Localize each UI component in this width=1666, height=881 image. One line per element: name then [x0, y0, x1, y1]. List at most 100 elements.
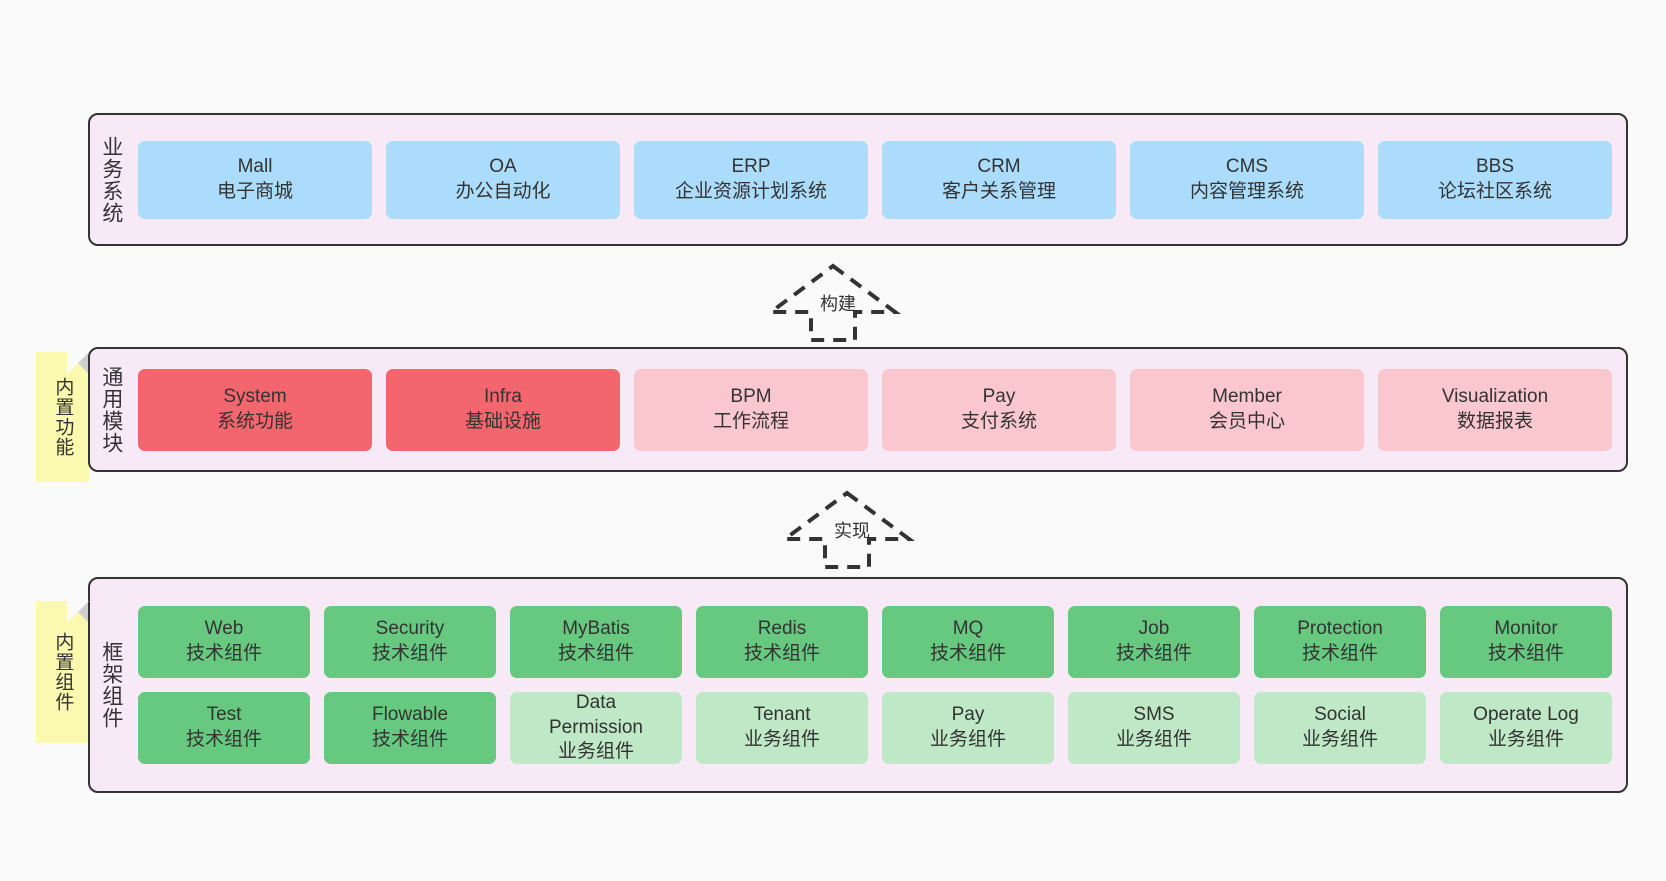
component-box-sms[interactable]: SMS 业务组件: [1068, 692, 1240, 764]
module-box-cms[interactable]: CMS 内容管理系统: [1130, 140, 1364, 219]
module-title: Infra: [483, 385, 523, 407]
component-title: Pay: [951, 704, 985, 726]
component-box-data-permission[interactable]: Data Permission 业务组件: [510, 692, 682, 764]
component-subtitle: 业务组件: [743, 729, 820, 750]
component-box-pay[interactable]: Pay 业务组件: [882, 692, 1054, 764]
component-subtitle: 技术组件: [743, 643, 820, 664]
component-title: Job: [1138, 618, 1170, 640]
module-title: Member: [1212, 385, 1282, 407]
module-subtitle: 电子商城: [216, 180, 293, 202]
component-title-cont: Permission: [549, 716, 643, 738]
component-box-operate-log[interactable]: Operate Log 业务组件: [1440, 692, 1612, 764]
module-subtitle: 内容管理系统: [1189, 180, 1304, 202]
component-box-job[interactable]: Job 技术组件: [1068, 606, 1240, 678]
component-title: Monitor: [1494, 618, 1558, 640]
business-system-layer: 业务系统 Mall 电子商城 OA 办公自动化 ERP 企业资源计划系统 CRM…: [88, 113, 1628, 246]
component-subtitle: 业务组件: [1115, 729, 1192, 750]
module-subtitle: 数据报表: [1456, 410, 1533, 432]
module-box-erp[interactable]: ERP 企业资源计划系统: [634, 140, 868, 219]
module-box-oa[interactable]: OA 办公自动化: [386, 140, 620, 219]
builtin-component-note-text: 内置组件: [52, 632, 74, 712]
module-box-infra[interactable]: Infra 基础设施: [386, 368, 620, 451]
module-box-member[interactable]: Member 会员中心: [1130, 368, 1364, 451]
component-subtitle: 技术组件: [1487, 643, 1564, 664]
framework-business-row: Test 技术组件 Flowable 技术组件 Data Permission …: [138, 692, 1612, 764]
common-module-layer: 通用模块 System 系统功能 Infra 基础设施 BPM 工作流程 Pay…: [88, 347, 1628, 472]
module-subtitle: 办公自动化: [455, 180, 551, 202]
module-title: BBS: [1475, 155, 1515, 177]
build-arrow: 构建: [758, 262, 908, 344]
framework-component-layer-body: Web 技术组件 Security 技术组件 MyBatis 技术组件 Redi…: [132, 579, 1626, 791]
component-box-monitor[interactable]: Monitor 技术组件: [1440, 606, 1612, 678]
implement-arrow: 实现: [772, 489, 922, 571]
component-title: Security: [375, 618, 445, 640]
component-box-mybatis[interactable]: MyBatis 技术组件: [510, 606, 682, 678]
component-subtitle: 技术组件: [371, 729, 448, 750]
common-module-row: System 系统功能 Infra 基础设施 BPM 工作流程 Pay 支付系统…: [138, 368, 1612, 451]
module-subtitle: 基础设施: [464, 410, 541, 432]
common-module-layer-label: 通用模块: [99, 365, 123, 454]
module-subtitle: 支付系统: [960, 410, 1037, 432]
component-subtitle: 技术组件: [1301, 643, 1378, 664]
module-box-pay[interactable]: Pay 支付系统: [882, 368, 1116, 451]
module-box-crm[interactable]: CRM 客户关系管理: [882, 140, 1116, 219]
component-title: Flowable: [371, 704, 449, 726]
component-box-tenant[interactable]: Tenant 业务组件: [696, 692, 868, 764]
component-subtitle: 技术组件: [929, 643, 1006, 664]
component-subtitle: 技术组件: [185, 643, 262, 664]
component-subtitle: 业务组件: [929, 729, 1006, 750]
module-title: CMS: [1225, 155, 1269, 177]
component-box-web[interactable]: Web 技术组件: [138, 606, 310, 678]
component-box-security[interactable]: Security 技术组件: [324, 606, 496, 678]
module-title: ERP: [731, 155, 771, 177]
implement-arrow-label: 实现: [834, 521, 870, 541]
component-title: Redis: [757, 618, 807, 640]
module-title: Visualization: [1441, 385, 1549, 407]
module-title: OA: [489, 155, 517, 177]
component-box-social[interactable]: Social 业务组件: [1254, 692, 1426, 764]
module-box-bpm[interactable]: BPM 工作流程: [634, 368, 868, 451]
business-system-row: Mall 电子商城 OA 办公自动化 ERP 企业资源计划系统 CRM 客户关系…: [138, 140, 1612, 219]
module-subtitle: 企业资源计划系统: [674, 180, 827, 202]
component-box-redis[interactable]: Redis 技术组件: [696, 606, 868, 678]
business-system-layer-label: 业务系统: [99, 135, 123, 224]
component-title: MyBatis: [562, 618, 630, 640]
component-subtitle: 技术组件: [557, 643, 634, 664]
module-box-mall[interactable]: Mall 电子商城: [138, 140, 372, 219]
framework-component-layer-label: 框架组件: [99, 641, 123, 729]
component-subtitle: 业务组件: [1301, 729, 1378, 750]
component-subtitle: 业务组件: [557, 741, 634, 763]
module-box-bbs[interactable]: BBS 论坛社区系统: [1378, 140, 1612, 219]
module-title: Mall: [237, 155, 273, 177]
component-subtitle: 技术组件: [371, 643, 448, 664]
builtin-component-note: 内置组件: [36, 601, 89, 743]
module-subtitle: 客户关系管理: [941, 180, 1056, 202]
module-subtitle: 论坛社区系统: [1437, 180, 1552, 202]
module-subtitle: 系统功能: [216, 410, 293, 432]
component-title: SMS: [1133, 704, 1175, 726]
component-box-mq[interactable]: MQ 技术组件: [882, 606, 1054, 678]
component-box-protection[interactable]: Protection 技术组件: [1254, 606, 1426, 678]
builtin-function-note: 内置功能: [36, 352, 89, 482]
module-title: CRM: [977, 155, 1021, 177]
build-arrow-label: 构建: [820, 294, 856, 314]
component-title: Operate Log: [1473, 704, 1579, 726]
module-box-visualization[interactable]: Visualization 数据报表: [1378, 368, 1612, 451]
module-subtitle: 工作流程: [712, 410, 789, 432]
framework-tech-row: Web 技术组件 Security 技术组件 MyBatis 技术组件 Redi…: [138, 606, 1612, 678]
component-title: Test: [206, 704, 242, 726]
component-title: MQ: [952, 618, 984, 640]
component-subtitle: 业务组件: [1487, 729, 1564, 750]
component-title: Web: [204, 618, 244, 640]
module-box-system[interactable]: System 系统功能: [138, 368, 372, 451]
component-title: Tenant: [753, 704, 811, 726]
module-subtitle: 会员中心: [1208, 410, 1285, 432]
component-title: Protection: [1297, 618, 1383, 640]
business-system-layer-body: Mall 电子商城 OA 办公自动化 ERP 企业资源计划系统 CRM 客户关系…: [132, 115, 1626, 244]
component-box-test[interactable]: Test 技术组件: [138, 692, 310, 764]
module-title: BPM: [730, 385, 772, 407]
component-box-flowable[interactable]: Flowable 技术组件: [324, 692, 496, 764]
component-title: Social: [1314, 704, 1366, 726]
component-title: Data: [575, 691, 617, 713]
module-title: System: [223, 385, 287, 407]
